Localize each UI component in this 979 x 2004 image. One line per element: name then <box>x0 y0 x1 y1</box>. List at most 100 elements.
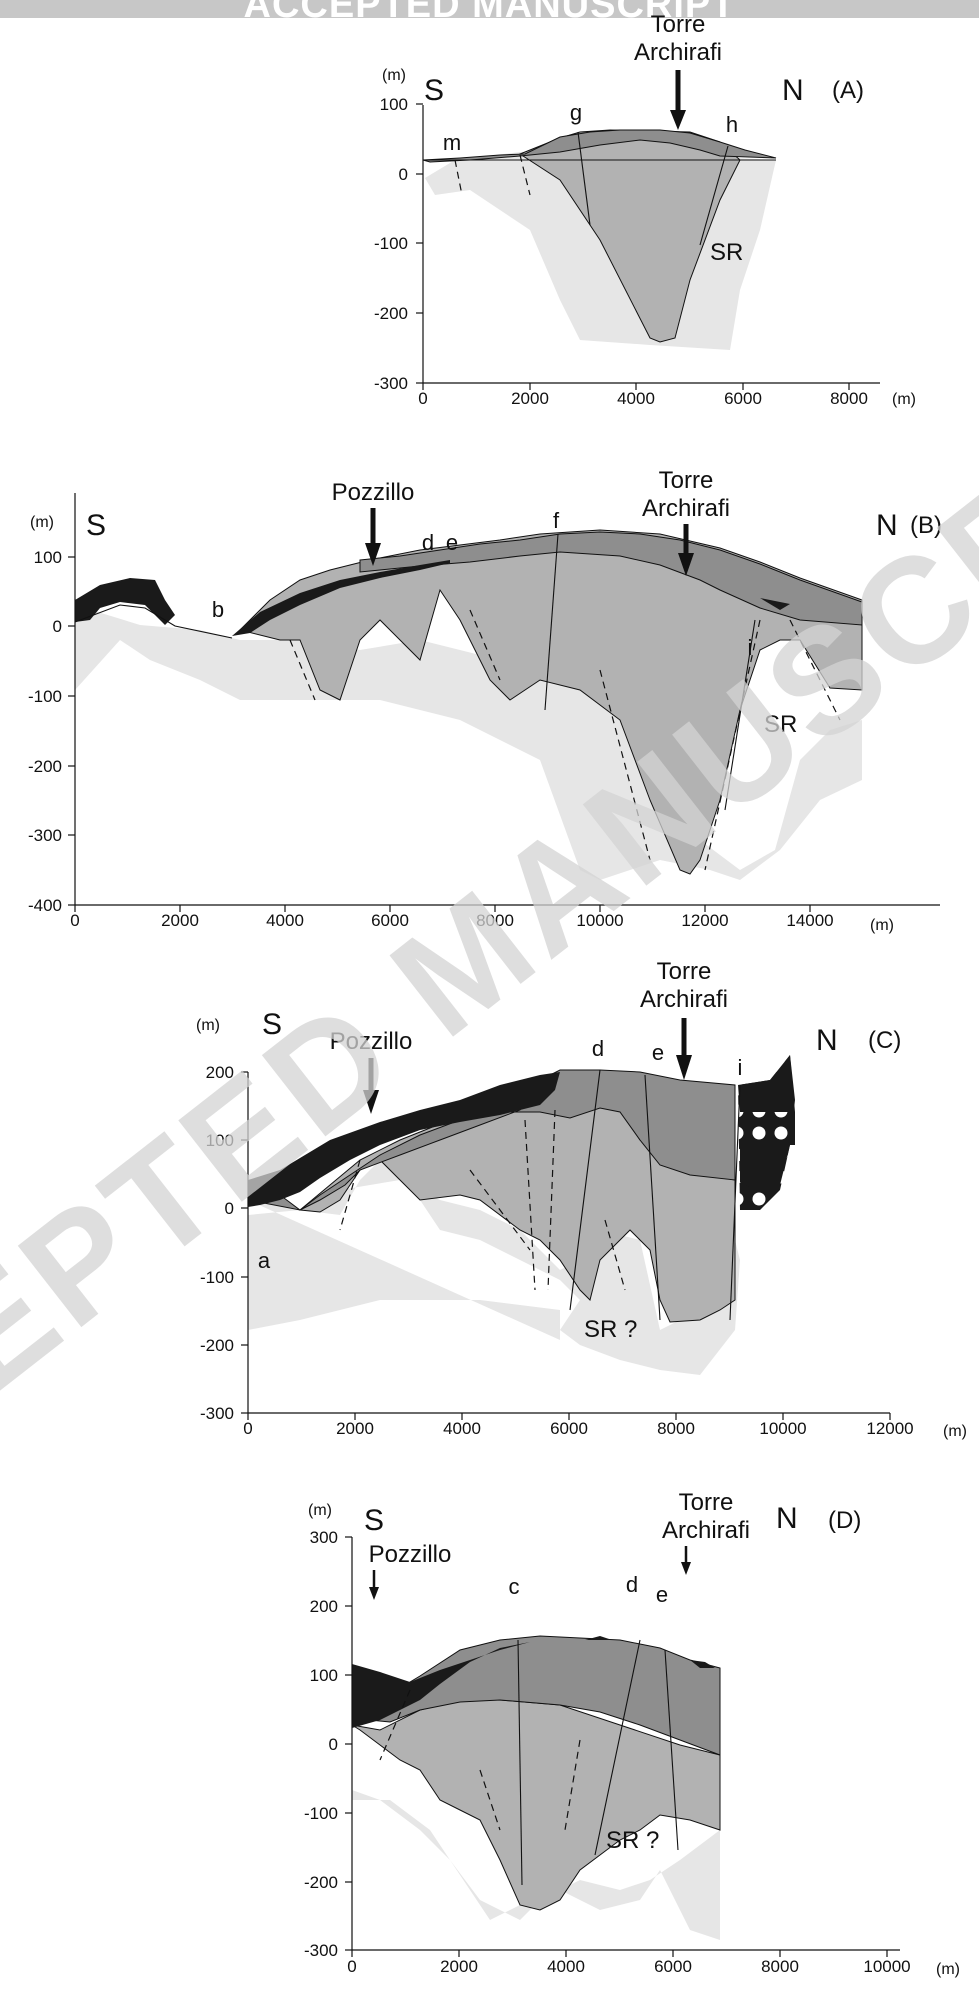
panel-d-xtick: 0 <box>347 1957 356 1976</box>
panel-c-fault-label: d <box>592 1036 604 1061</box>
panel-a-fault-label: g <box>570 100 582 125</box>
panel-d-place2-arrowhead <box>681 1562 691 1575</box>
panel-c-x-unit: (m) <box>943 1423 967 1440</box>
panel-c-ytick: -100 <box>200 1268 234 1287</box>
panel-d-ytick: 0 <box>329 1735 338 1754</box>
panel-d-y-unit: (m) <box>308 1502 332 1519</box>
panel-d-place2-line1: Torre <box>679 1489 734 1516</box>
panel-d-fault-label: d <box>626 1572 638 1597</box>
panel-c-xtick: 10000 <box>759 1419 806 1438</box>
panel-b-fault-label: e <box>446 530 458 555</box>
panel-b-unit-label: SR <box>764 711 797 738</box>
panel-a-ytick: -200 <box>374 304 408 323</box>
panel-a-dark-layer <box>422 129 777 163</box>
fault-h-line <box>699 145 729 246</box>
panel-c-xtick: 12000 <box>866 1419 913 1438</box>
panel-d-fault-label: c <box>509 1574 520 1599</box>
panel-c-xtick: 0 <box>243 1419 252 1438</box>
panel-a-place-line2: Archirafi <box>634 39 722 66</box>
panel-c-fault-label: i <box>738 1055 743 1080</box>
panel-a-xtick: 8000 <box>830 389 868 408</box>
panel-b-south-label: S <box>86 509 106 542</box>
panel-a: (m) 100 0 -100 -200 -300 0 2000 4000 600… <box>374 11 916 408</box>
panel-a-place-line1: Torre <box>651 11 706 38</box>
panel-a-tag: (A) <box>832 77 864 104</box>
panel-d-ytick: -300 <box>304 1941 338 1960</box>
panel-b-place2-line2: Archirafi <box>642 495 730 522</box>
fault-i-line <box>729 1084 741 1321</box>
panel-c-place1: Pozzillo <box>330 1028 413 1055</box>
panel-c-fault-label: a <box>258 1248 271 1273</box>
panel-c-place1-arrowhead <box>363 1090 379 1114</box>
panel-c-place2-arrowhead <box>676 1055 692 1080</box>
panel-a-xtick: 0 <box>418 389 427 408</box>
panel-a-south-label: S <box>424 74 444 107</box>
panel-c-light-layer <box>248 1160 740 1375</box>
panel-c-ytick: -200 <box>200 1336 234 1355</box>
panel-b-tag: (B) <box>910 512 942 539</box>
panel-c-north-label: N <box>816 1024 838 1057</box>
panel-c-ytick: 0 <box>225 1199 234 1218</box>
panel-a-unit-label: SR <box>710 239 743 266</box>
panel-a-xtick: 4000 <box>617 389 655 408</box>
panel-b-xtick: 0 <box>70 911 79 930</box>
panel-d: (m) 300 200 100 0 -100 -200 -300 0 2000 … <box>304 1489 960 1978</box>
panel-d-place2-line2: Archirafi <box>662 1517 750 1544</box>
panel-b-xtick: 10000 <box>576 911 623 930</box>
fault-e-line <box>664 1649 679 1851</box>
panel-c-fault-label: e <box>652 1040 664 1065</box>
panel-b-fault-label: i <box>748 635 753 660</box>
panel-c-ytick: -300 <box>200 1404 234 1423</box>
fault-c-line <box>517 1639 523 1886</box>
fault-d-line <box>569 1069 601 1311</box>
panel-d-ytick: -200 <box>304 1873 338 1892</box>
panel-b-xtick: 8000 <box>476 911 514 930</box>
panel-b-fault-label: b <box>212 597 224 622</box>
panel-a-xtick: 6000 <box>724 389 762 408</box>
panel-b-north-label: N <box>876 509 898 542</box>
panel-b-place1: Pozzillo <box>332 479 415 506</box>
panel-d-xtick: 4000 <box>547 1957 585 1976</box>
panel-a-mid-layer <box>518 129 741 343</box>
panel-d-south-label: S <box>364 1504 384 1537</box>
panel-a-ytick: -100 <box>374 234 408 253</box>
panel-c-xtick: 6000 <box>550 1419 588 1438</box>
panel-d-xtick: 6000 <box>654 1957 692 1976</box>
panel-a-y-unit: (m) <box>382 67 406 84</box>
panel-b-black-layer <box>75 578 175 625</box>
panel-c-tag: (C) <box>868 1027 901 1054</box>
panel-b-xtick: 14000 <box>786 911 833 930</box>
panel-b-place1-arrowhead <box>365 543 381 566</box>
panel-d-ytick: 200 <box>310 1597 338 1616</box>
panel-d-fault-label: e <box>656 1582 668 1607</box>
panel-d-xtick: 10000 <box>863 1957 910 1976</box>
panel-a-ytick: -300 <box>374 374 408 393</box>
fault-e-line <box>644 1074 661 1321</box>
panel-a-north-label: N <box>782 74 804 107</box>
panel-b-ytick: -400 <box>28 896 62 915</box>
fault-d-line <box>594 1639 641 1856</box>
panel-b-xtick: 6000 <box>371 911 409 930</box>
watermark-text: ACCEPTED MANUSCRIPT <box>0 283 979 1635</box>
panel-b-ytick: 0 <box>53 617 62 636</box>
panel-c-black-layer <box>248 1072 560 1207</box>
panel-a-fault-label: h <box>726 112 738 137</box>
panel-b-x-unit: (m) <box>870 917 894 934</box>
panel-a-fault-label: m <box>443 130 461 155</box>
panel-d-x-unit: (m) <box>936 1961 960 1978</box>
panel-b: (m) 100 0 -100 -200 -300 -400 0 2000 400… <box>28 467 942 934</box>
panel-a-x-unit: (m) <box>892 391 916 408</box>
panel-c-south-label: S <box>262 1008 282 1041</box>
fault-i-line <box>724 619 756 811</box>
panel-b-ytick: -100 <box>28 687 62 706</box>
fault-g-line <box>577 131 591 226</box>
panel-d-ytick: 100 <box>310 1666 338 1685</box>
panel-c-dark-layer <box>247 1069 736 1211</box>
panel-c-xtick: 4000 <box>443 1419 481 1438</box>
panel-d-black-layer <box>352 1642 530 1728</box>
manuscript-banner: ACCEPTED MANUSCRIPT <box>0 0 979 18</box>
fault-f-line <box>544 533 559 711</box>
panel-a-ytick: 100 <box>380 95 408 114</box>
panel-d-xtick: 8000 <box>761 1957 799 1976</box>
